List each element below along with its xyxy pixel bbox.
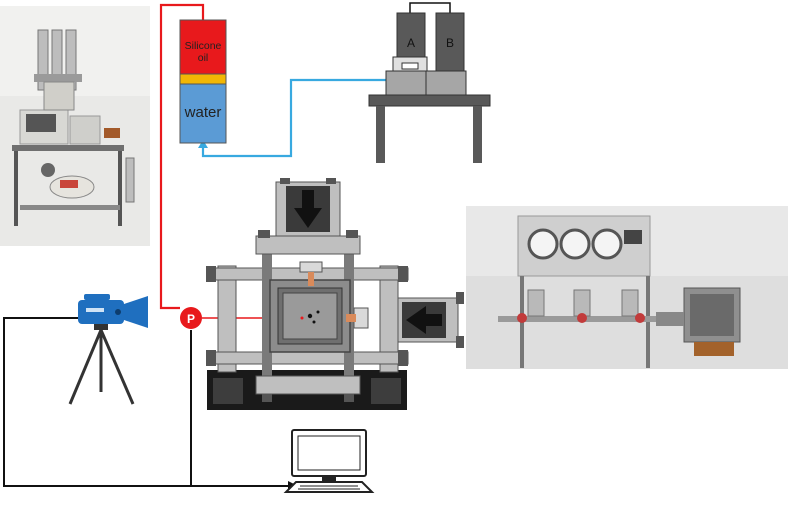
vertical-load-arrow [294, 208, 322, 228]
biaxial-loading-frame [206, 178, 464, 410]
pressure-sensor-label: P [187, 312, 195, 326]
silicone-oil-label-line2: oil [198, 52, 209, 64]
blue-tubing-line [201, 78, 386, 158]
camera-to-computer-wire [3, 317, 288, 487]
pressure-sensor-p: P [180, 307, 202, 329]
silicone-oil-label-line1: Silicone [185, 40, 222, 52]
photo-right-apparatus [466, 206, 788, 369]
dual-pump-station: A B [368, 2, 491, 163]
water-label: water [184, 104, 222, 121]
blue-arrowhead [198, 140, 208, 148]
video-camera-icon [68, 294, 148, 405]
computer-icon [283, 429, 375, 493]
pump-b-label: B [446, 36, 454, 50]
horizontal-load-arrow [406, 306, 426, 334]
photo-left-apparatus [0, 6, 150, 246]
transfer-cylinder: Silicone oil water [179, 19, 227, 144]
pump-a-label: A [407, 36, 415, 50]
red-tubing-line [159, 3, 205, 310]
